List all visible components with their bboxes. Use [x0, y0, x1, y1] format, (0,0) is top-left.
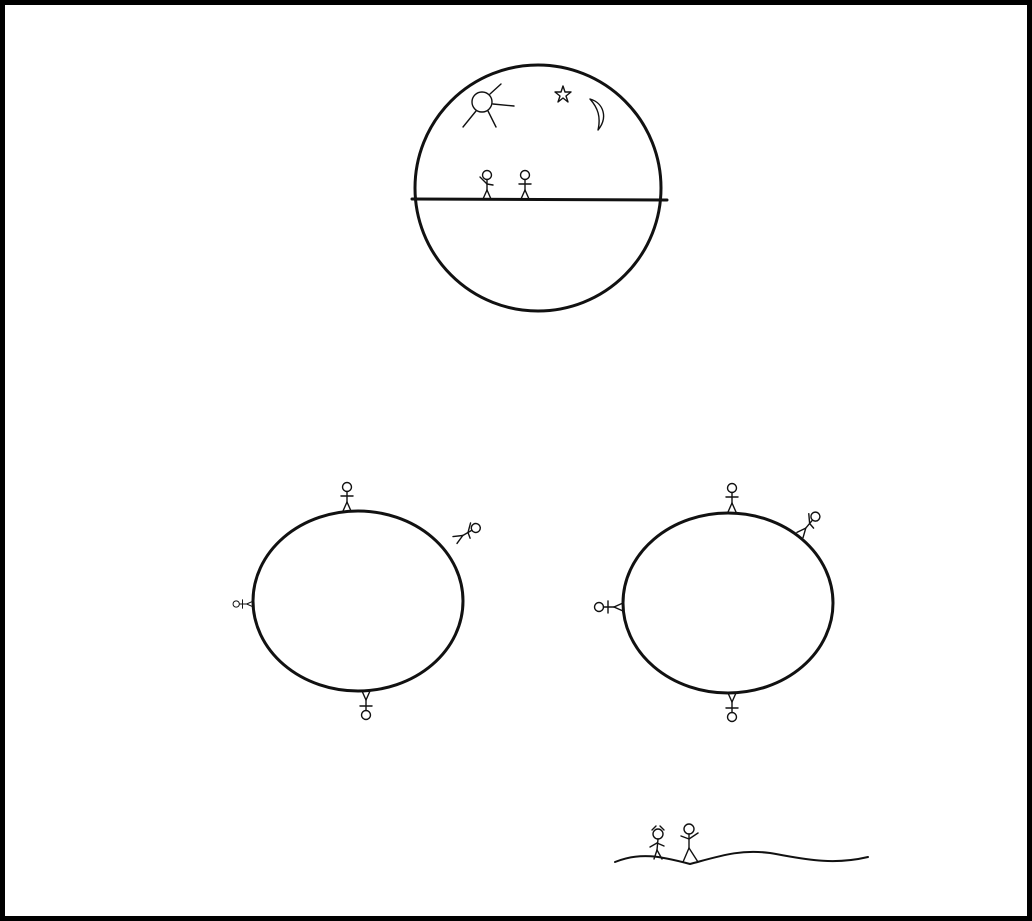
- globe-right-ellipse: [623, 513, 833, 693]
- sun-icon: [463, 84, 514, 127]
- stick-figure-icon: [795, 509, 823, 539]
- globe-left-scene: [233, 483, 483, 720]
- panel-frame: [3, 3, 1030, 919]
- globe-left-ellipse: [253, 511, 463, 691]
- stick-figure-icon: [519, 171, 531, 200]
- stick-figure-icon: [726, 484, 738, 513]
- stick-figure-icon: [595, 601, 624, 613]
- star-icon: [555, 86, 571, 102]
- stick-figure-icon: [452, 520, 483, 546]
- stick-figure-icon: [726, 693, 738, 722]
- stick-figure-icon: [360, 691, 372, 720]
- horizon-line: [412, 199, 667, 200]
- crescent-moon-icon: [590, 99, 604, 130]
- globe-right-scene: [595, 484, 834, 722]
- sky-dome-circle: [415, 65, 661, 311]
- hill-scene: [615, 824, 868, 864]
- stick-figure-icon: [681, 824, 698, 862]
- sky-dome-scene: [412, 65, 667, 311]
- stick-figure-icon: [233, 600, 253, 608]
- stick-figure-icon: [480, 171, 493, 200]
- hill-line: [615, 852, 868, 864]
- stick-figure-icon: [341, 483, 353, 512]
- stick-figure-icon: [650, 826, 664, 859]
